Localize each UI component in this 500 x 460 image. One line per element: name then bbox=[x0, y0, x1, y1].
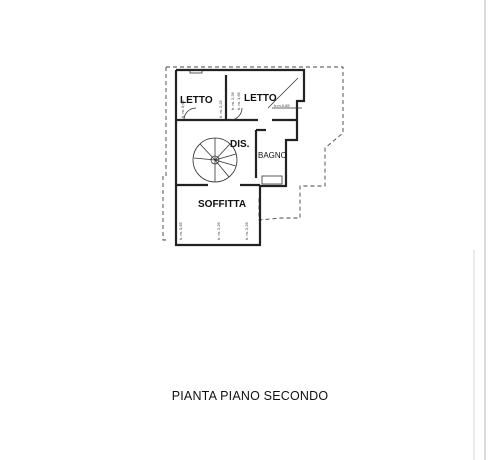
room-label-bagno: BAGNO bbox=[258, 151, 287, 160]
height-note-3: h. m. 2,26 bbox=[230, 91, 235, 110]
height-note-4: h. m. 1,65 bbox=[236, 91, 241, 110]
room-label-letto-1: LETTO bbox=[180, 95, 213, 106]
chimney-block bbox=[189, 69, 203, 74]
height-note-6: h. m. 2,26 bbox=[216, 221, 221, 240]
room-label-dis: DIS. bbox=[230, 139, 250, 150]
height-note-5: h. m. 0,65 bbox=[178, 221, 183, 240]
door-swing-letto2 bbox=[229, 107, 243, 121]
spiral-staircase bbox=[192, 137, 238, 183]
height-note-7: h. m. 2,26 bbox=[244, 221, 249, 240]
plan-caption: PIANTA PIANO SECONDO bbox=[171, 389, 329, 403]
door-swing-letto1 bbox=[183, 107, 197, 121]
roof-outline bbox=[166, 66, 344, 221]
roof-height-note: h.m.0.65 bbox=[274, 103, 290, 108]
height-note-1: h. m. 0,65 bbox=[180, 99, 185, 118]
bath-fixture bbox=[261, 175, 283, 185]
roof-outline-left bbox=[162, 67, 168, 241]
exterior-wall bbox=[174, 68, 306, 247]
room-label-letto-2: LETTO bbox=[244, 93, 277, 104]
height-note-2: h. m. 2,25 bbox=[218, 99, 223, 118]
roof-diagonal bbox=[267, 77, 299, 109]
room-label-soffitta: SOFFITTA bbox=[198, 199, 246, 210]
